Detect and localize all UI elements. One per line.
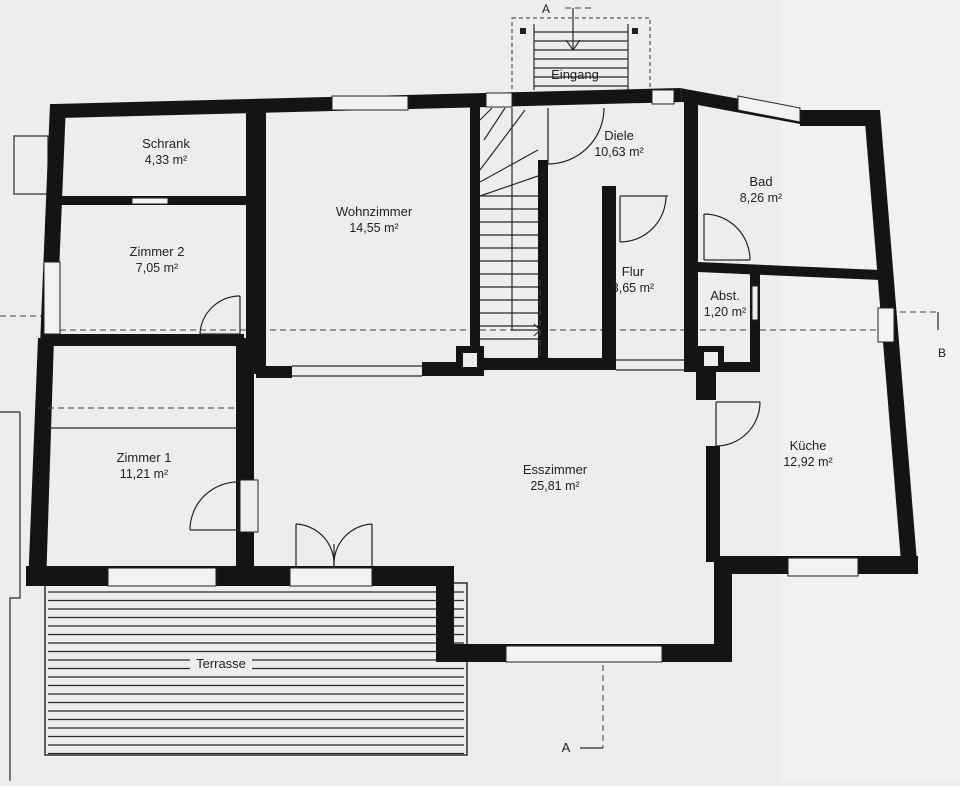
- room-area: 14,55 m²: [349, 221, 398, 235]
- stair-step: [479, 175, 539, 197]
- room-area: 11,21 m²: [120, 467, 168, 481]
- room-abst: Abst. 1,20 m²: [704, 288, 746, 319]
- room-name: Diele: [604, 128, 634, 143]
- room-name: Schrank: [142, 136, 190, 151]
- section-line-a: [565, 7, 604, 749]
- room-name: Esszimmer: [523, 462, 588, 477]
- garden-edge-left: [0, 411, 21, 781]
- room-name: Zimmer 1: [117, 450, 172, 465]
- terrace: [44, 582, 468, 756]
- section-marker-b: B: [938, 346, 946, 360]
- room-wohnzimmer: Wohnzimmer 14,55 m²: [336, 204, 413, 235]
- stair-step: [479, 107, 493, 121]
- room-labels: Schrank 4,33 m² Zimmer 2 7,05 m² Wohnzimmer 1…: [117, 128, 833, 493]
- room-kueche: Küche 12,92 m²: [783, 438, 832, 469]
- room-area: 12,92 m²: [783, 455, 832, 469]
- interior-stairs: [479, 107, 541, 358]
- room-name: Wohnzimmer: [336, 204, 413, 219]
- room-name: Abst.: [710, 288, 740, 303]
- windows: [43, 89, 895, 663]
- plan-labels: Eingang Terrasse A A B: [190, 2, 946, 755]
- room-name: Flur: [622, 264, 645, 279]
- room-schrank: Schrank 4,33 m²: [142, 136, 190, 167]
- room-area: 25,81 m²: [530, 479, 579, 493]
- room-area: 1,20 m²: [704, 305, 746, 319]
- stair-step: [479, 109, 526, 171]
- room-area: 7,05 m²: [136, 261, 178, 275]
- room-diele: Diele 10,63 m²: [594, 128, 643, 159]
- room-area: 10,63 m²: [594, 145, 643, 159]
- room-name: Küche: [790, 438, 827, 453]
- room-area: 8,26 m²: [740, 191, 782, 205]
- section-marker-a-bottom: A: [562, 740, 571, 755]
- entrance-label: Eingang: [551, 67, 599, 82]
- room-esszimmer: Esszimmer 25,81 m²: [523, 462, 588, 493]
- room-name: Bad: [749, 174, 772, 189]
- stair-step: [479, 149, 539, 183]
- doors: [189, 107, 761, 568]
- room-bad: Bad 8,26 m²: [740, 174, 782, 205]
- terrace-label: Terrasse: [196, 656, 246, 671]
- room-flur: Flur 3,65 m²: [612, 264, 654, 295]
- opening-lines: [48, 359, 684, 429]
- stair-step: [483, 107, 506, 141]
- room-area: 4,33 m²: [145, 153, 187, 167]
- room-zimmer2: Zimmer 2 7,05 m²: [130, 244, 185, 275]
- room-area: 3,65 m²: [612, 281, 654, 295]
- room-name: Zimmer 2: [130, 244, 185, 259]
- room-zimmer1: Zimmer 1 11,21 m²: [117, 450, 172, 481]
- columns: [456, 346, 724, 374]
- section-marker-a-top: A: [542, 2, 550, 16]
